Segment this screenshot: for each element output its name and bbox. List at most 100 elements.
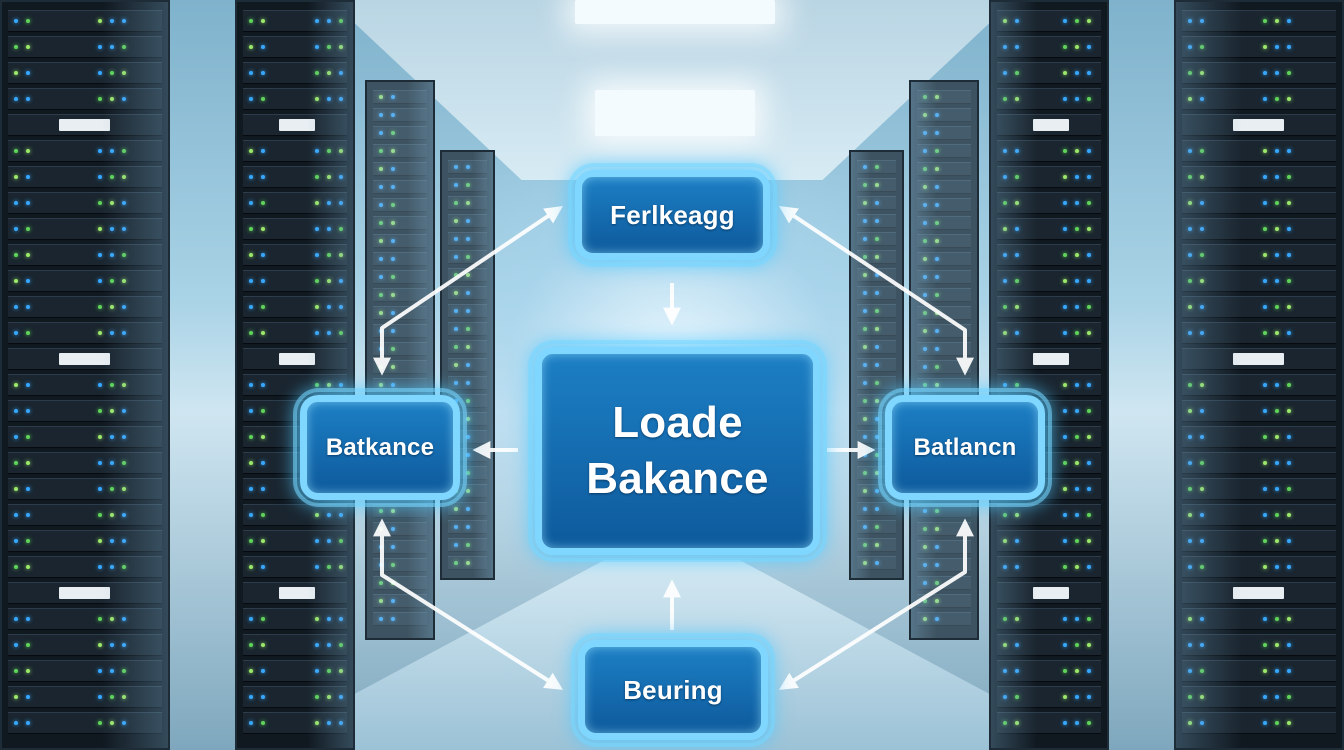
status-led — [1015, 175, 1019, 179]
status-led — [14, 227, 18, 231]
status-led — [14, 45, 18, 49]
status-led — [121, 565, 126, 569]
status-led — [26, 45, 30, 49]
rack-unit — [8, 686, 162, 708]
status-led — [315, 19, 319, 23]
status-led — [261, 669, 265, 673]
rack-unit — [1182, 712, 1336, 734]
status-led — [1003, 175, 1007, 179]
status-led — [26, 617, 30, 621]
status-led — [1003, 695, 1007, 699]
status-led — [109, 409, 114, 413]
status-led — [327, 253, 331, 257]
status-led — [1015, 565, 1019, 569]
node-center-label-line1: Loade — [612, 397, 743, 447]
status-led — [26, 669, 30, 673]
rack-label-plate — [1233, 119, 1284, 131]
status-led — [339, 383, 343, 387]
status-led — [1063, 305, 1067, 309]
status-led — [327, 331, 331, 335]
status-led — [249, 643, 253, 647]
status-led — [14, 565, 18, 569]
status-led — [1275, 71, 1279, 75]
status-led — [261, 617, 265, 621]
rack-unit — [997, 244, 1101, 266]
status-led — [1287, 669, 1291, 673]
status-led — [14, 71, 18, 75]
status-led — [1200, 71, 1204, 75]
status-led — [1200, 253, 1204, 257]
rack-unit — [1182, 556, 1336, 578]
status-led — [14, 435, 18, 439]
rack-unit — [997, 556, 1101, 578]
status-led — [327, 19, 331, 23]
status-led — [121, 227, 126, 231]
status-led — [109, 279, 114, 283]
rack-unit — [1182, 270, 1336, 292]
status-led — [1075, 721, 1079, 725]
rack-unit — [1182, 608, 1336, 630]
status-led — [1075, 539, 1079, 543]
status-led — [1075, 383, 1079, 387]
rack-unit — [1182, 452, 1336, 474]
status-led — [1075, 149, 1079, 153]
status-led — [1188, 279, 1192, 283]
status-led — [1200, 461, 1204, 465]
status-led — [14, 539, 18, 543]
status-led — [1275, 19, 1279, 23]
status-led — [109, 643, 114, 647]
status-led — [327, 643, 331, 647]
rack-unit — [243, 608, 347, 630]
status-led — [109, 45, 114, 49]
status-led — [1003, 643, 1007, 647]
node-top: Ferlkeagg — [568, 163, 777, 267]
status-led — [1087, 97, 1091, 101]
rack-unit — [243, 140, 347, 162]
status-led — [339, 201, 343, 205]
status-led — [26, 149, 30, 153]
status-led — [1287, 45, 1291, 49]
status-led — [121, 201, 126, 205]
status-led — [14, 19, 18, 23]
rack-unit — [1182, 322, 1336, 344]
status-led — [121, 253, 126, 257]
status-led — [1003, 45, 1007, 49]
arrow-left-to-top — [373, 205, 563, 376]
status-led — [249, 45, 253, 49]
status-led — [97, 695, 102, 699]
status-led — [1188, 513, 1192, 517]
status-led — [121, 435, 126, 439]
rack-unit — [243, 36, 347, 58]
rack-unit — [997, 166, 1101, 188]
status-led — [14, 253, 18, 257]
status-led — [1188, 409, 1192, 413]
status-led — [97, 409, 102, 413]
status-led — [26, 331, 30, 335]
status-led — [109, 721, 114, 725]
status-led — [1263, 513, 1267, 517]
rack-unit — [243, 530, 347, 552]
rack-unit — [8, 296, 162, 318]
status-led — [339, 279, 343, 283]
rack-label-plate — [279, 587, 315, 599]
status-led — [97, 435, 102, 439]
rack-unit — [8, 374, 162, 396]
status-led — [109, 149, 114, 153]
status-led — [121, 383, 126, 387]
status-led — [1287, 97, 1291, 101]
status-led — [261, 539, 265, 543]
status-led — [1087, 669, 1091, 673]
rack-unit — [8, 608, 162, 630]
status-led — [1075, 487, 1079, 491]
rack-unit — [8, 530, 162, 552]
status-led — [261, 721, 265, 725]
status-led — [26, 461, 30, 465]
status-led — [1087, 279, 1091, 283]
rack-unit — [1182, 36, 1336, 58]
status-led — [1188, 19, 1192, 23]
status-led — [109, 227, 114, 231]
status-led — [261, 149, 265, 153]
status-led — [1087, 643, 1091, 647]
status-led — [97, 19, 102, 23]
